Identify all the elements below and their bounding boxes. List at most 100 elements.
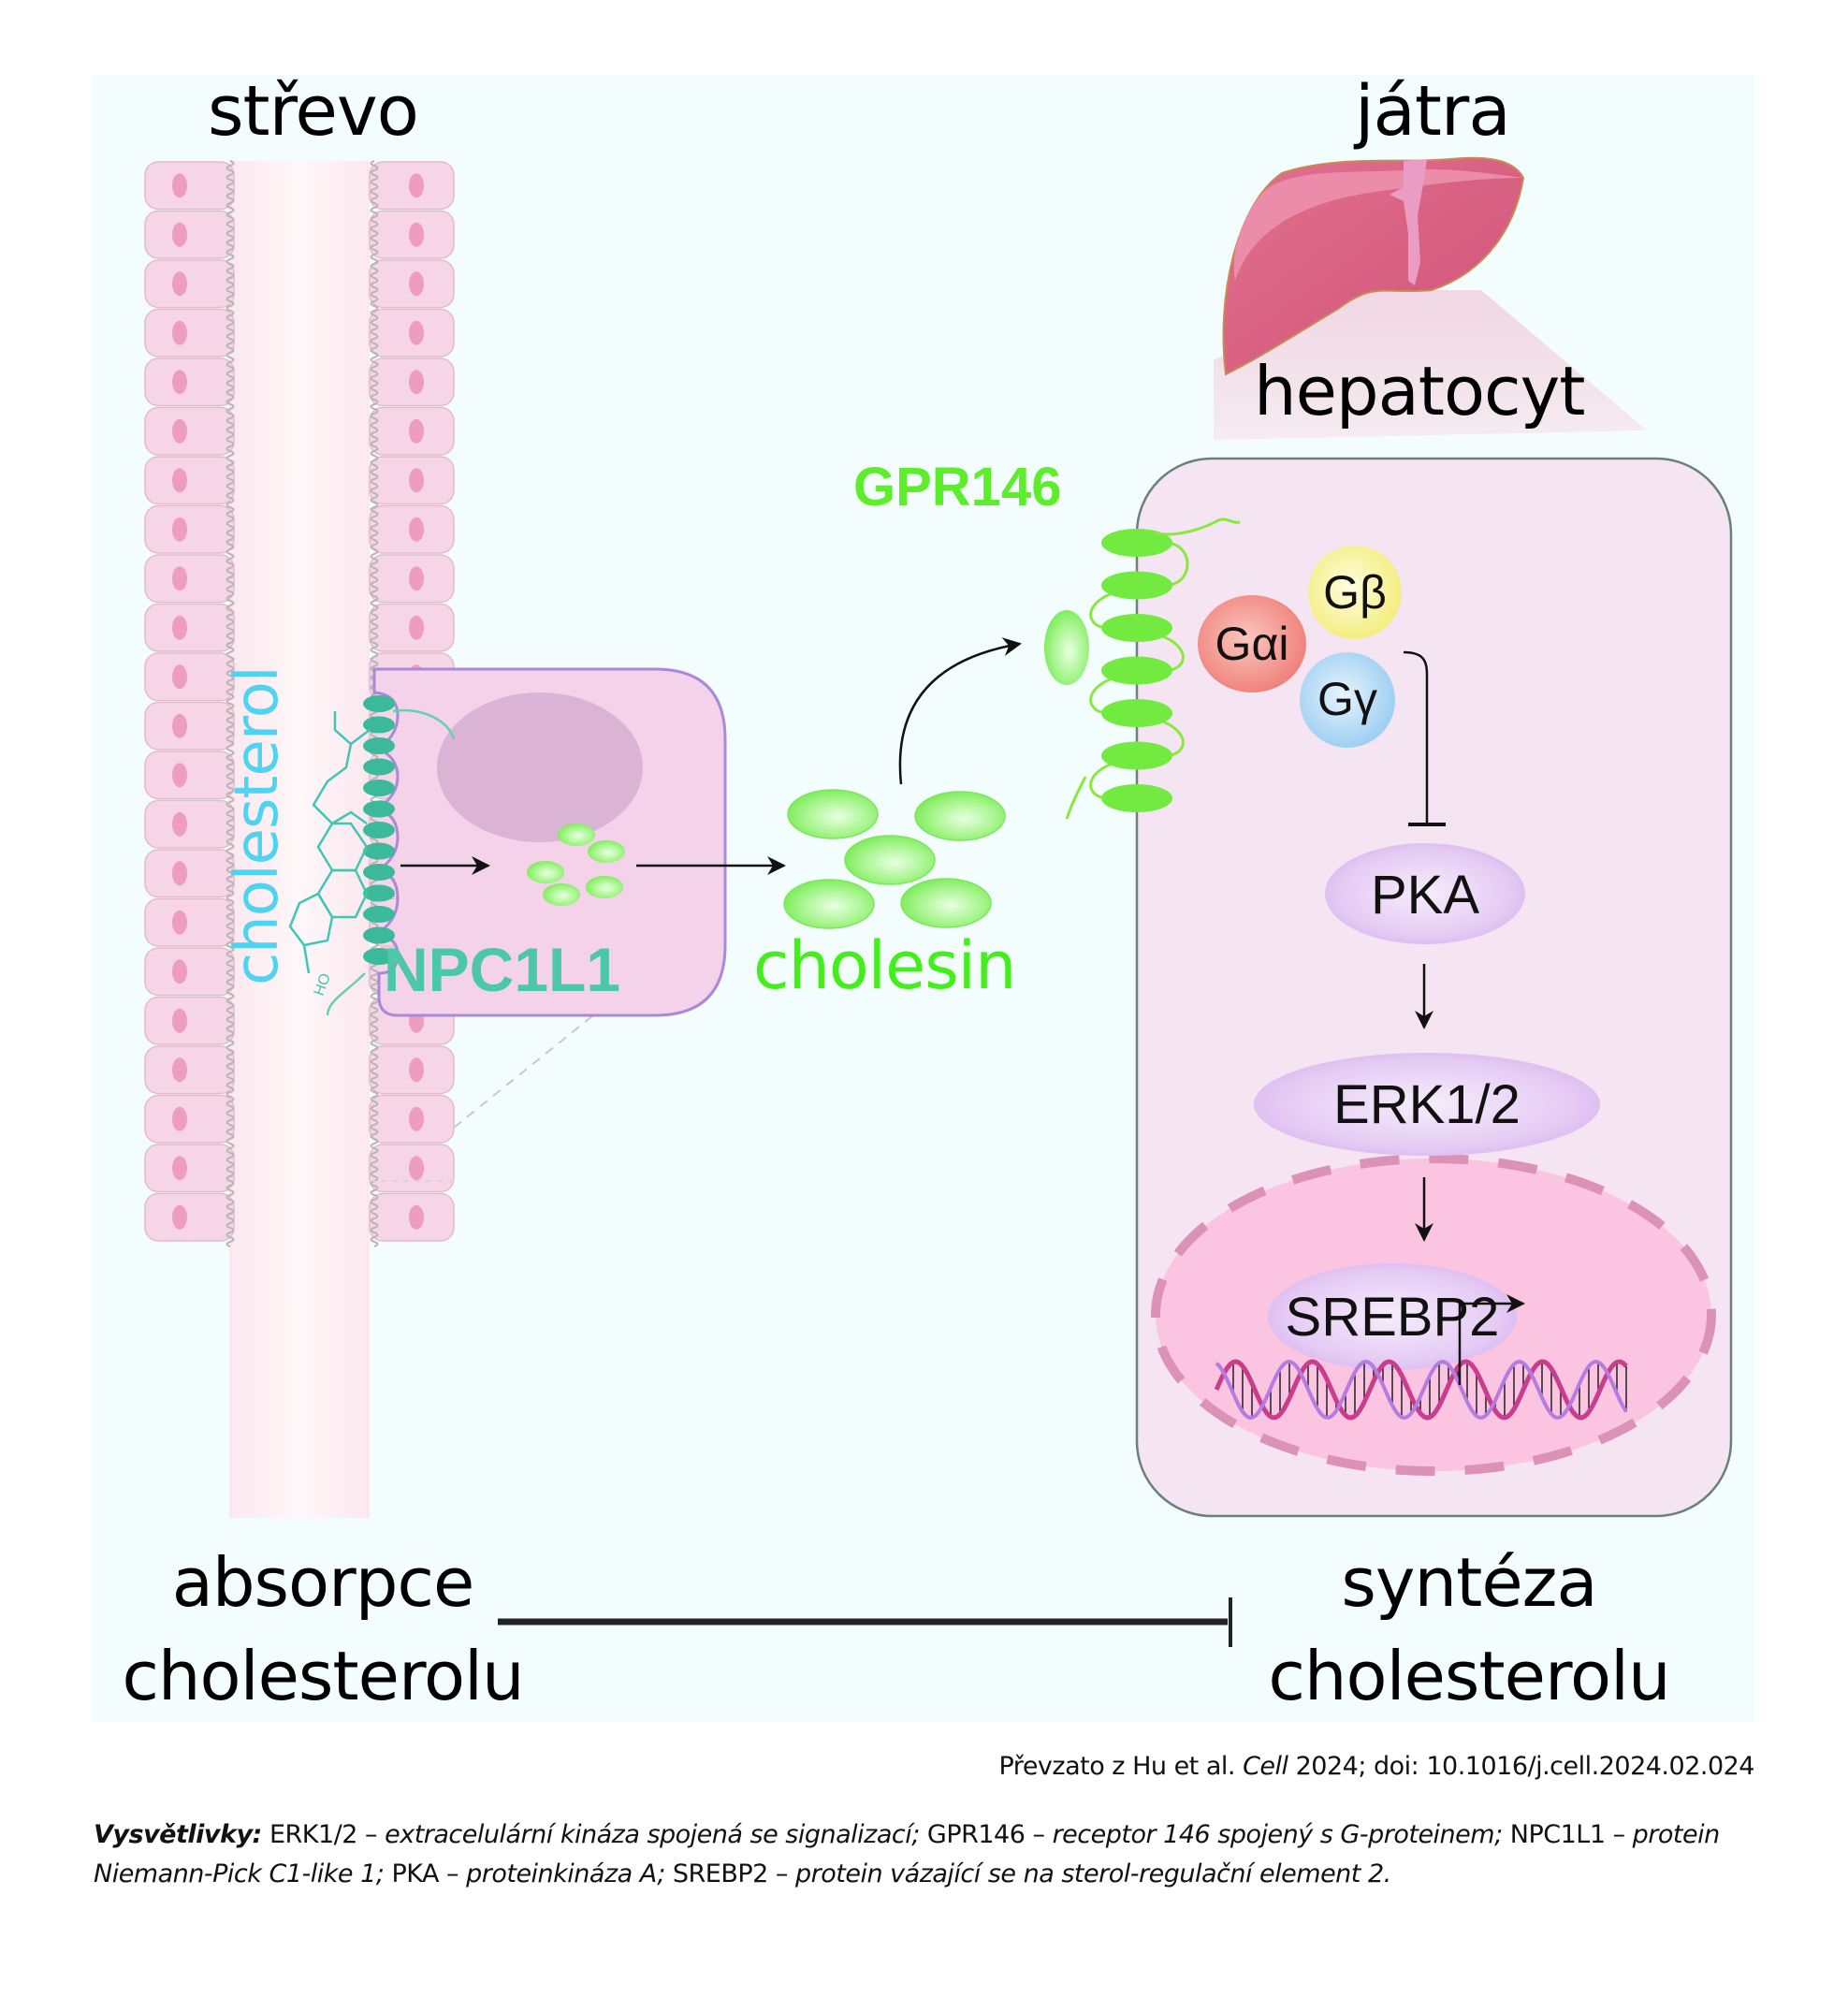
cell-nucleus <box>172 1156 187 1181</box>
gpr146-helix <box>1101 571 1172 600</box>
cell-nucleus <box>409 615 424 640</box>
hepatocyte-label: hepatocyt <box>1254 352 1585 430</box>
srebp2-node <box>1268 1263 1517 1370</box>
cholesin-droplet <box>787 789 879 839</box>
cell-nucleus <box>172 271 187 297</box>
cell-nucleus <box>172 615 187 640</box>
cholesterol-label: cholesterol <box>223 666 292 985</box>
gpr146-helix <box>1101 699 1172 727</box>
gpr146-helix <box>1101 656 1172 685</box>
cell-nucleus <box>409 173 424 198</box>
cholesterol-structure <box>288 711 371 974</box>
legend-abbr: ERK1/2 – <box>269 1820 386 1849</box>
npc1l1-tail <box>392 708 456 740</box>
dna-strand <box>1214 1359 1628 1421</box>
npc1l1-helix <box>363 864 395 881</box>
cell-nucleus <box>172 418 187 444</box>
pka-label: PKA <box>1370 865 1480 926</box>
absorption-label-line2: cholesterolu <box>122 1637 524 1715</box>
gpr146-label: GPR146 <box>853 457 1062 518</box>
g-beta-label: Gβ <box>1323 566 1387 619</box>
synthesis-label-line2: cholesterolu <box>1268 1637 1670 1715</box>
gpr146-n-tail <box>1065 776 1087 820</box>
gpr146-helix <box>1101 741 1172 770</box>
legend-definition: protein Niemann-Pick C1-like 1; <box>94 1820 1720 1888</box>
citation: Převzato z Hu et al. Cell 2024; doi: 10.… <box>999 1752 1755 1781</box>
epithelial-cell <box>144 897 235 947</box>
cell-nucleus <box>409 418 424 444</box>
npc1l1-transporters <box>363 695 395 965</box>
cholesin-droplet <box>527 861 564 883</box>
cell-nucleus <box>172 173 187 198</box>
dna-helix <box>1214 1359 1628 1421</box>
absorption-label-line1: absorpce <box>171 1543 475 1622</box>
legend-abbr: PKA – <box>384 1859 467 1888</box>
legend: Vysvětlivky: ERK1/2 – extracelulární kin… <box>94 1815 1759 1894</box>
synthesis-label-line1: syntéza <box>1341 1543 1597 1622</box>
cell-nucleus <box>409 566 424 591</box>
epithelial-cell <box>144 947 235 997</box>
cholesin-label: cholesin <box>753 927 1016 1004</box>
g-gamma-label: Gγ <box>1317 673 1377 725</box>
epithelial-cell <box>144 603 235 652</box>
intestine-label: střevo <box>208 71 419 152</box>
epithelial-cell <box>144 652 235 702</box>
binding-arrow <box>898 637 1022 785</box>
cholesin-droplet <box>783 879 875 929</box>
npc1l1-helix <box>363 800 395 818</box>
g-alpha-i-subunit <box>1198 595 1306 693</box>
inhibition-line <box>1403 650 1429 824</box>
epithelial-cell <box>144 357 235 407</box>
epithelial-cell <box>144 1192 235 1242</box>
npc1l1-helix <box>363 884 395 902</box>
epithelial-cell <box>144 554 235 604</box>
cholesin-droplet <box>543 883 580 906</box>
epithelial-cell <box>144 504 235 554</box>
legend-heading: Vysvětlivky: <box>94 1820 262 1849</box>
cell-nucleus <box>172 811 187 837</box>
epithelial-cell <box>144 1144 235 1193</box>
cholesin-droplet <box>586 876 623 898</box>
epithelial-cell <box>144 161 235 211</box>
cell-nucleus <box>409 320 424 345</box>
cell-nucleus <box>172 566 187 591</box>
npc1l1-tail <box>326 972 366 1016</box>
cholesin-droplet <box>588 840 625 863</box>
legend-definition: protein vázající se na sterol-regulační … <box>795 1859 1391 1888</box>
left-epithelial-cells <box>144 161 235 1242</box>
npc1l1-label: NPC1L1 <box>384 935 621 1004</box>
cholesin-droplet <box>558 824 595 846</box>
legend-items: ERK1/2 – extracelulární kináza spojená s… <box>94 1820 1720 1888</box>
epithelial-cell <box>144 406 235 456</box>
epithelial-cell <box>144 996 235 1045</box>
legend-item: PKA – proteinkináza A; <box>384 1859 665 1888</box>
gpr146-helices <box>1101 529 1172 812</box>
npc1l1-helix <box>363 758 395 776</box>
cell-nucleus <box>172 468 187 493</box>
legend-item: GPR146 – receptor 146 spojený s G-protei… <box>920 1820 1503 1849</box>
npc1l1-helix <box>363 822 395 838</box>
legend-definition: receptor 146 spojený s G-proteinem; <box>1052 1820 1504 1849</box>
epithelial-cell <box>144 849 235 898</box>
cell-nucleus <box>409 468 424 493</box>
gpr146-helix <box>1101 529 1172 557</box>
left-microvilli <box>226 160 235 1247</box>
cholesin-droplet <box>844 835 936 885</box>
npc1l1-helix <box>363 716 395 734</box>
g-alpha-i-label: Gαi <box>1215 618 1289 670</box>
cell-nucleus <box>172 320 187 345</box>
intracellular-cholesin <box>527 824 625 906</box>
epithelial-cell <box>144 1045 235 1095</box>
gpr146-helix <box>1101 784 1172 812</box>
g-gamma-subunit <box>1300 652 1395 748</box>
epithelial-cell <box>144 799 235 849</box>
npc1l1-helix <box>363 906 395 923</box>
falciform-ligament <box>1390 159 1427 285</box>
epithelial-cell <box>144 210 235 259</box>
cell-nucleus <box>409 271 424 297</box>
cell-nucleus <box>409 222 424 247</box>
npc1l1-helix <box>363 695 395 712</box>
cell-nucleus <box>172 370 187 395</box>
cell-nucleus <box>409 370 424 395</box>
epithelial-cell <box>144 308 235 357</box>
